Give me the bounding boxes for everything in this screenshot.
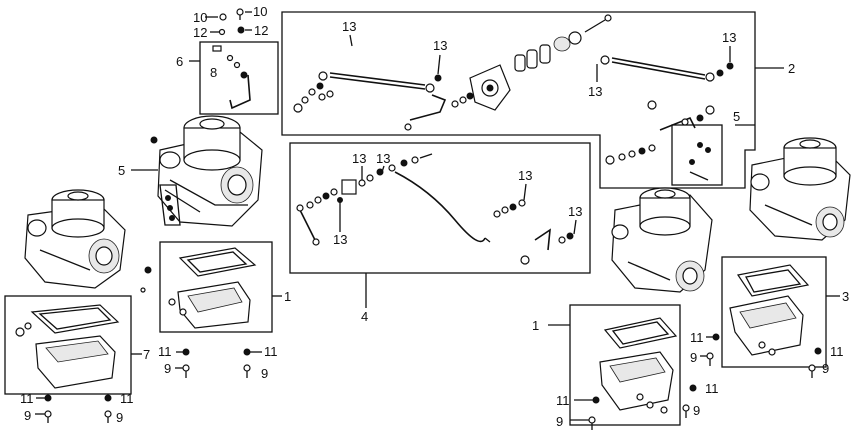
callout-13-d: 13 [588,84,602,99]
carburetor-right [749,137,851,241]
callout-13-h: 13 [568,204,582,219]
callout-11-b: 11 [264,344,278,359]
box-group-5-right [671,124,723,186]
callout-9-a: 9 [164,361,171,376]
box-group-7 [4,295,132,395]
callout-11-h: 11 [556,393,570,408]
callout-10-right: 10 [253,4,267,19]
callout-13-i: 13 [333,232,347,247]
callout-9-b: 9 [261,366,268,381]
box-group-1-left [159,241,273,333]
callout-10-left: 10 [193,10,207,25]
box-group-1-right [569,304,681,426]
callout-13-g: 13 [518,168,532,183]
box-group-6 [199,41,279,115]
callout-13-e: 13 [352,151,366,166]
callout-13-b: 13 [433,38,447,53]
callout-4: 4 [361,309,368,324]
callout-9-d: 9 [116,410,123,425]
carburetor-left [24,189,126,289]
callout-1-right: 1 [532,318,539,333]
box-group-2 [281,11,756,189]
callout-9-c: 9 [24,408,31,423]
box-group-4 [289,142,591,274]
callout-13-a: 13 [342,19,356,34]
callout-9-e: 9 [690,350,697,365]
callout-7: 7 [143,347,150,362]
callout-9-f: 9 [822,361,829,376]
carburetor-center-right [611,187,713,293]
callout-11-f: 11 [830,344,844,359]
callout-5-left: 5 [118,163,125,178]
box-group-3 [721,256,827,368]
callout-8: 8 [210,65,217,80]
callout-9-g: 9 [693,403,700,418]
callout-1-left: 1 [284,289,291,304]
callout-11-a: 11 [158,344,172,359]
callout-11-c: 11 [20,391,34,406]
callout-11-g: 11 [705,381,719,396]
callout-12-right: 12 [254,23,268,38]
callout-11-e: 11 [690,330,704,345]
callout-13-f: 13 [376,151,390,166]
callout-5-right: 5 [733,109,740,124]
carburetor-upper-left [157,115,263,227]
callout-12-left: 12 [193,25,207,40]
callout-11-d: 11 [120,391,134,406]
callout-2: 2 [788,61,795,76]
callout-3: 3 [842,289,849,304]
callout-13-c: 13 [722,30,736,45]
callout-9-h: 9 [556,414,563,429]
callout-6: 6 [176,54,183,69]
